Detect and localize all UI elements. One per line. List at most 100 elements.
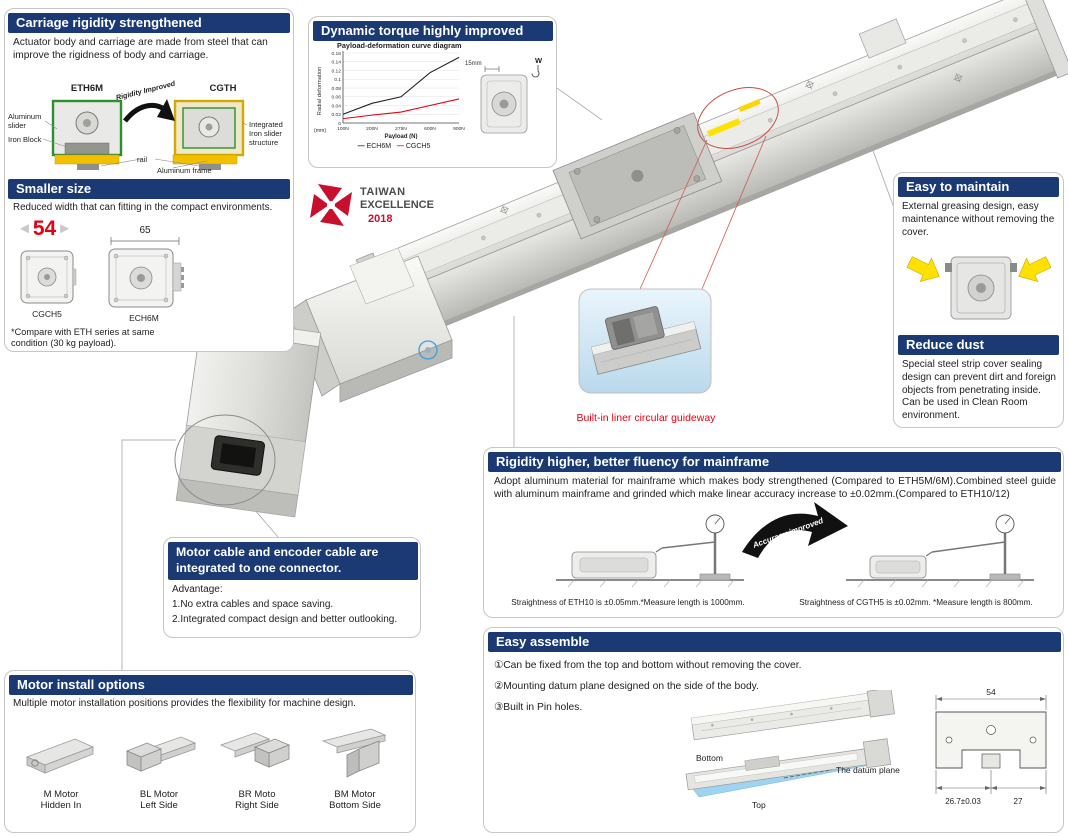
maintain-body: External greasing design, easy maintenan… [902, 201, 1055, 238]
label-integrated-2: Iron slider [249, 129, 282, 138]
option-0-position: Hidden In [40, 800, 82, 811]
hook-icon [531, 65, 540, 78]
dust-body: Special steel strip cover sealing design… [902, 359, 1056, 422]
label-aluminum: Aluminum [8, 112, 42, 121]
greasing-diagram [906, 256, 1052, 320]
assembly-diagram [685, 690, 895, 798]
rigidity-panel: Rigidity higher, better fluency for main… [483, 447, 1064, 618]
install-panel: Motor install options Multiple motor ins… [4, 670, 416, 833]
straightness-caption-left: Straightness of ETH10 is ±0.05mm.*Measur… [511, 598, 745, 607]
dust-title: Reduce dust [898, 335, 1059, 355]
option-3-position: Bottom Side [329, 800, 381, 811]
payload-deformation-chart: Radial deformation (mm) Payload (N) 00.0… [314, 51, 465, 139]
svg-text:200N: 200N [366, 126, 378, 132]
assemble-panel: Easy assemble ①Can be fixed from the top… [483, 627, 1064, 833]
label-cgch5: CGCH5 [32, 309, 62, 319]
svg-text:0.04: 0.04 [331, 103, 341, 109]
assemble-item-3: ③Built in Pin holes. [494, 702, 583, 713]
svg-text:0.12: 0.12 [331, 68, 341, 74]
svg-text:600N: 600N [424, 126, 436, 132]
label-ech6m: ECH6M [129, 313, 159, 323]
svg-text:0.1: 0.1 [334, 77, 341, 83]
dim-26-7-label: 26.7±0.03 [945, 797, 981, 806]
accuracy-arrow-icon [742, 502, 848, 558]
option-1-position: Left Side [140, 800, 178, 811]
label-datum-plane: The datum plane [836, 765, 900, 775]
guideway-zoom-bubble [578, 288, 712, 394]
legend-dash-ech6m-icon: — [357, 143, 365, 150]
grease-arrow-left-icon [906, 256, 940, 283]
carriage-body: Actuator body and carriage are made from… [13, 37, 268, 62]
option-1-name: BL Motor [139, 789, 179, 800]
width-arrow-right-icon: ► [57, 220, 73, 237]
straightness-caption-right: Straightness of CGTH5 is ±0.02mm. *Measu… [799, 598, 1033, 607]
dim-15mm: 15mm [465, 61, 482, 67]
carriage-title: Carriage rigidity strengthened [8, 13, 290, 33]
model-eth6m: ETH6M [70, 83, 104, 94]
smaller-footnote: *Compare with ETH series at same conditi… [11, 327, 155, 349]
carriage-comparison-diagram [42, 99, 248, 170]
guideway-caption: Built-in liner circular guideway [576, 412, 716, 424]
cgch5-cross-section [20, 250, 77, 304]
rigidity-title: Rigidity higher, better fluency for main… [488, 452, 1061, 472]
logo-year: 2018 [368, 213, 393, 225]
taiwan-excellence-logo-icon [310, 184, 352, 226]
logo-line1: TAIWAN [360, 186, 406, 198]
svg-text:0.16: 0.16 [331, 51, 341, 57]
assemble-item-2: ②Mounting datum plane designed on the si… [494, 681, 759, 692]
torque-panel: Dynamic torque highly improved Payload-d… [308, 16, 557, 168]
svg-text:0.02: 0.02 [331, 112, 341, 118]
dim-65-value: 65 [139, 225, 151, 236]
svg-text:0.14: 0.14 [331, 60, 341, 66]
torque-title: Dynamic torque highly improved [313, 21, 553, 41]
option-2-name: BR Moto [238, 789, 276, 800]
option-3-name: BM Motor [334, 789, 376, 800]
install-title: Motor install options [9, 675, 413, 695]
dim-54-label: 54 [986, 687, 996, 697]
svg-text:275N: 275N [395, 126, 407, 132]
weight-label: W [535, 56, 543, 65]
label-integrated-1: Integrated [249, 120, 283, 129]
svg-text:0.08: 0.08 [331, 86, 341, 92]
cable-item-2: 2.Integrated compact design and better o… [172, 614, 398, 625]
guideway-zoom-image [578, 288, 712, 394]
label-aluminum-frame: Aluminum frame [157, 166, 212, 175]
rail-bottom-view [690, 690, 895, 741]
chart-legend: — ECH6M — CGCH5 [319, 143, 469, 150]
rigidity-body: Adopt aluminum material for mainframe wh… [494, 476, 1056, 501]
svg-text:0: 0 [338, 121, 341, 127]
label-top-view: Top [752, 800, 766, 810]
svg-text:100N: 100N [337, 126, 349, 132]
maintain-dust-panel: Easy to maintain External greasing desig… [893, 172, 1064, 428]
cable-item-1: 1.No extra cables and space saving. [172, 599, 334, 610]
label-rail: rail [137, 155, 148, 164]
legend-label-ech6m: ECH6M [366, 143, 392, 150]
rail-top-view [685, 738, 892, 791]
motor-option-br-icon [219, 732, 291, 768]
label-iron-block: Iron Block [8, 135, 42, 144]
assemble-title: Easy assemble [488, 632, 1061, 652]
smaller-body: Reduced width that can fitting in the co… [13, 202, 273, 213]
legend-dash-cgch5-icon: — [396, 143, 404, 150]
legend-label-cgch5: CGCH5 [405, 143, 431, 150]
datum-leader-line [783, 769, 833, 779]
assemble-item-1: ①Can be fixed from the top and bottom wi… [494, 660, 802, 671]
chart-ylabel: Radial deformation [317, 67, 323, 116]
option-0-name: M Motor [43, 789, 79, 800]
width-arrow-left-icon: ◄ [17, 220, 32, 237]
smaller-title: Smaller size [8, 179, 290, 199]
label-integrated-3: structure [249, 138, 279, 147]
cable-title-line1: Motor cable and encoder cable are [176, 545, 379, 559]
svg-text:0.06: 0.06 [331, 95, 341, 101]
motor-option-m-icon [25, 738, 95, 774]
motor-option-bl-icon [125, 736, 197, 772]
payload-weight-diagram: 15mm W [465, 56, 543, 134]
motor-option-bm-icon [321, 728, 387, 778]
maintain-title: Easy to maintain [898, 177, 1059, 197]
logo-line2: EXCELLENCE [360, 199, 434, 211]
cross-section-drawing: 54 26.7±0.03 27 [935, 687, 1047, 806]
option-2-position: Right Side [235, 800, 279, 811]
dim-65-line [110, 237, 180, 245]
label-slider: slider [8, 121, 26, 130]
